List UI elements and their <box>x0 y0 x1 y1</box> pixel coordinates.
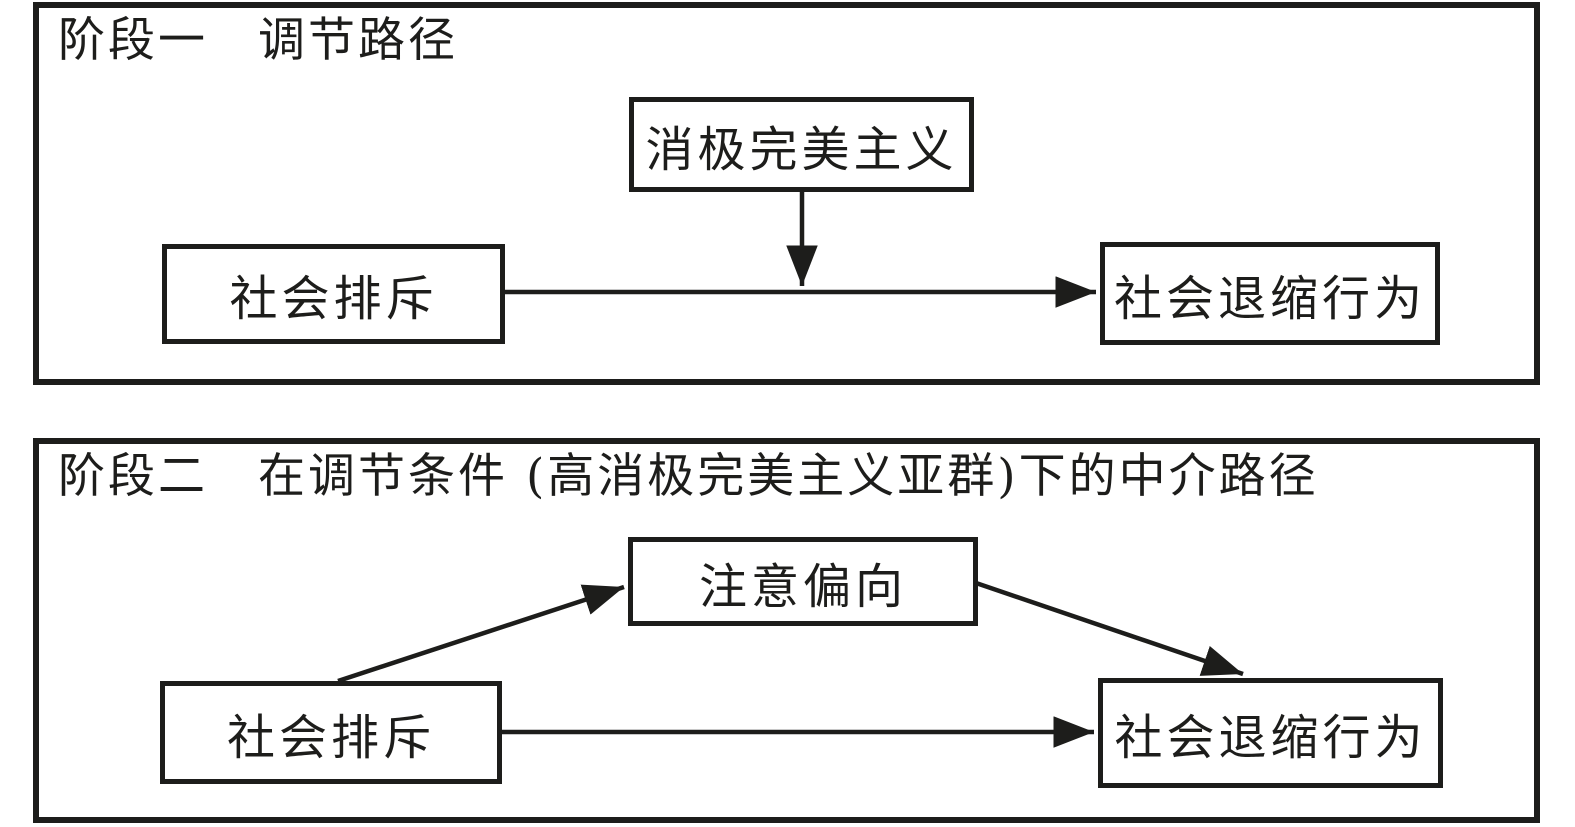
box-stage1-social-exclusion: 社会排斥 <box>162 244 505 344</box>
stage1-panel-title: 阶段一 调节路径 <box>58 13 458 68</box>
box-negative-perfectionism: 消极完美主义 <box>629 97 974 192</box>
stage1-panel-frame <box>33 2 1540 385</box>
box-stage2-social-exclusion: 社会排斥 <box>160 681 502 784</box>
box-stage2-social-withdrawal: 社会退缩行为 <box>1098 678 1443 788</box>
stage2-panel-frame <box>33 438 1540 823</box>
box-stage1-social-withdrawal: 社会退缩行为 <box>1100 242 1440 345</box>
box-attention-bias: 注意偏向 <box>628 537 978 626</box>
stage2-panel-title: 阶段二 在调节条件 (高消极完美主义亚群)下的中介路径 <box>58 449 1319 504</box>
